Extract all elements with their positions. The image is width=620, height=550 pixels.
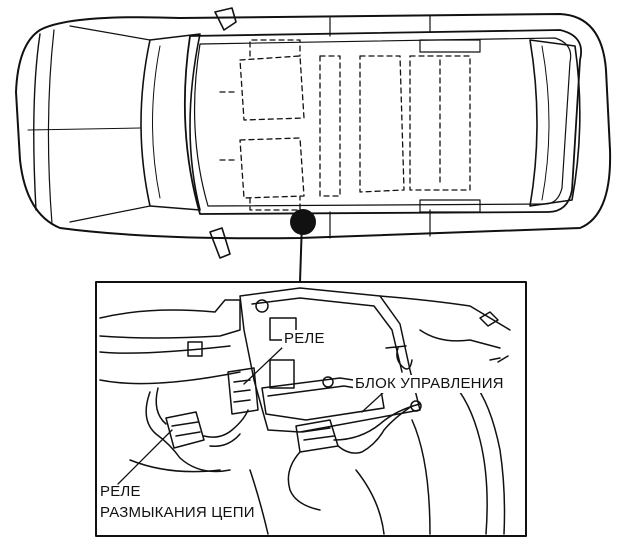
car-top-view [15, 7, 612, 283]
control-unit-label: БЛОК УПРАВЛЕНИЯ [353, 375, 506, 393]
relay-detail-drawing [99, 287, 511, 535]
leader-lines [117, 345, 387, 485]
cutoff-relay-label-line1: РЕЛЕ [100, 483, 141, 500]
detail-frame [95, 281, 527, 537]
relay-label: РЕЛЕ [282, 330, 327, 348]
cutoff-relay-label-line2: РАЗМЫКАНИЯ ЦЕПИ [100, 504, 255, 521]
